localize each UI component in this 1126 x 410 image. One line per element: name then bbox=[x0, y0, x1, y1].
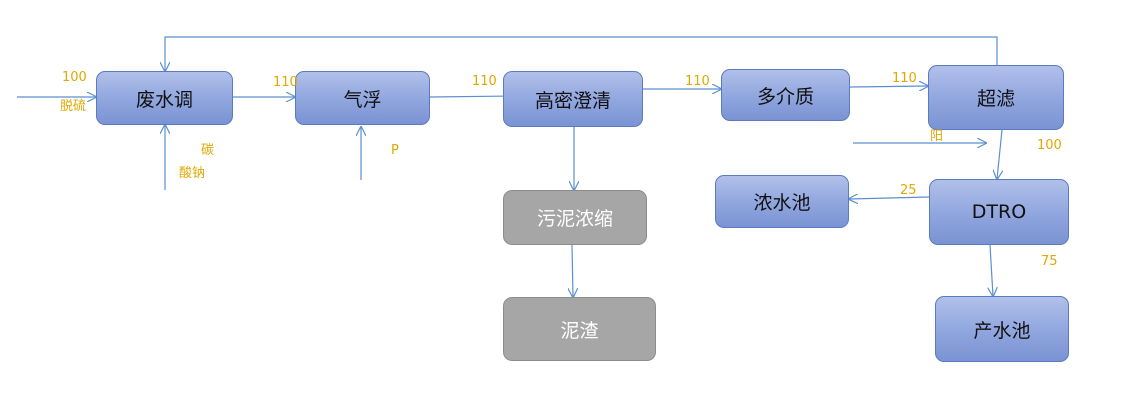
node-dtro[interactable]: DTRO bbox=[929, 179, 1069, 245]
arrow-dtro-to-concentrate bbox=[849, 197, 930, 199]
arrow-flotation-to-clarifier bbox=[429, 96, 513, 97]
node-air-flotation[interactable]: 气浮 bbox=[295, 71, 430, 125]
p-dose-label: P bbox=[391, 143, 399, 158]
sodium-carbonate-label: 酸钠 bbox=[179, 166, 206, 181]
yang-label: 阳 bbox=[930, 129, 944, 144]
arrow-dtro-to-product bbox=[990, 244, 993, 296]
recycle-line bbox=[165, 36, 998, 71]
flow-label-concentrate: 25 bbox=[900, 183, 917, 198]
node-wastewater-tank[interactable]: 废水调 bbox=[96, 71, 233, 125]
carbon-label: 碳 bbox=[201, 143, 215, 158]
node-sludge-thickening[interactable]: 污泥浓缩 bbox=[503, 190, 647, 245]
node-label: 废水调 bbox=[135, 88, 193, 111]
node-label: 浓水池 bbox=[753, 192, 811, 214]
flow-label-b: 110 bbox=[472, 74, 497, 89]
flow-label-product: 75 bbox=[1041, 254, 1058, 269]
flow-label-uf: 100 bbox=[1037, 138, 1062, 153]
node-label: 超滤 bbox=[976, 88, 1015, 110]
node-label: 产水池 bbox=[973, 319, 1031, 342]
node-concentrate-tank[interactable]: 浓水池 bbox=[715, 175, 849, 228]
flow-label-c: 110 bbox=[685, 74, 710, 89]
flow-label-inlet: 100 bbox=[62, 70, 87, 85]
node-product-tank[interactable]: 产水池 bbox=[935, 296, 1069, 362]
flow-label-a: 110 bbox=[273, 75, 298, 90]
node-ultrafiltration[interactable]: 超滤 bbox=[928, 65, 1064, 130]
arrow-uf-to-dtro bbox=[997, 129, 1002, 179]
node-label: 多介质 bbox=[756, 85, 814, 108]
node-high-density-clarifier[interactable]: 高密澄清 bbox=[503, 71, 643, 127]
node-label: 气浮 bbox=[343, 88, 382, 111]
flow-label-d: 110 bbox=[892, 71, 917, 86]
node-multimedia-filter[interactable]: 多介质 bbox=[721, 69, 850, 121]
node-label: 高密澄清 bbox=[534, 89, 611, 112]
arrow-sludge-to-residue bbox=[572, 244, 573, 297]
node-label: 泥渣 bbox=[560, 319, 599, 342]
arrow-media-to-uf bbox=[849, 86, 928, 87]
node-label: 污泥浓缩 bbox=[536, 208, 613, 230]
node-sludge-residue[interactable]: 泥渣 bbox=[503, 297, 656, 361]
node-label: DTRO bbox=[971, 201, 1027, 223]
desulfurization-label: 脱硫 bbox=[60, 99, 87, 114]
